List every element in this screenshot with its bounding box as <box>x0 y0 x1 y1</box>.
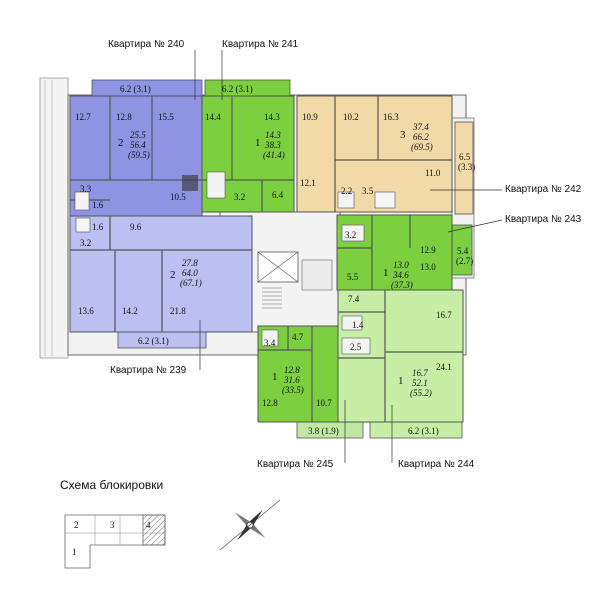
apartment-242[interactable]: 10.9 10.2 16.3 3 37.4 66.2 (69.5) 12.1 1… <box>296 95 475 215</box>
svg-text:3.2: 3.2 <box>234 192 245 202</box>
svg-text:5.5: 5.5 <box>347 272 359 282</box>
svg-text:13.0: 13.0 <box>393 260 409 270</box>
svg-text:1: 1 <box>383 267 389 279</box>
svg-text:(41.4): (41.4) <box>263 150 285 160</box>
apartment-239[interactable]: 3.2 1.6 9.6 2 27.8 64.0 (67.1) 13.6 14.2… <box>69 215 253 349</box>
svg-text:(55.2): (55.2) <box>410 388 432 398</box>
svg-text:52.1: 52.1 <box>412 378 428 388</box>
svg-text:12.8: 12.8 <box>116 112 132 122</box>
key-cell-1: 1 <box>72 547 77 557</box>
svg-text:3.3: 3.3 <box>80 184 92 194</box>
label-241: Квартира № 241 <box>222 39 299 50</box>
svg-text:25.5: 25.5 <box>130 130 146 140</box>
svg-text:14.2: 14.2 <box>122 306 138 316</box>
svg-text:3.2: 3.2 <box>345 230 356 240</box>
svg-text:6.5: 6.5 <box>459 152 471 162</box>
svg-text:3.4: 3.4 <box>264 338 276 348</box>
svg-text:64.0: 64.0 <box>182 268 198 278</box>
svg-text:11.0: 11.0 <box>425 168 441 178</box>
label-239: Квартира № 239 <box>110 365 187 376</box>
svg-text:10.7: 10.7 <box>316 398 332 408</box>
svg-text:12.7: 12.7 <box>75 112 91 122</box>
svg-text:2: 2 <box>118 137 124 149</box>
svg-text:13.0: 13.0 <box>420 262 436 272</box>
svg-text:16.3: 16.3 <box>383 112 399 122</box>
apartment-240[interactable]: 6.2 (3.1) 12.7 12.8 15.5 2 25.5 56.4 (59… <box>69 79 203 217</box>
svg-text:13.6: 13.6 <box>78 306 94 316</box>
label-243: Квартира № 243 <box>505 214 582 225</box>
label-240: Квартира № 240 <box>108 39 185 50</box>
svg-text:24.1: 24.1 <box>436 362 452 372</box>
svg-text:6.2 (3.1): 6.2 (3.1) <box>138 336 169 346</box>
svg-text:12.1: 12.1 <box>300 178 316 188</box>
svg-text:(67.1): (67.1) <box>180 278 202 288</box>
apartment-244[interactable]: 7.4 1.4 2.5 16.7 24.1 1 16.7 52.1 (55.2)… <box>337 289 464 439</box>
svg-text:34.6: 34.6 <box>392 270 409 280</box>
svg-text:2.2: 2.2 <box>341 186 352 196</box>
svg-text:14.4: 14.4 <box>205 112 221 122</box>
apartment-243[interactable]: 3.2 12.9 13.0 1 13.0 34.6 (37.3) 5.5 5.4… <box>336 214 473 291</box>
key-plan: 2 3 4 1 <box>64 514 166 569</box>
compass-icon <box>219 499 281 551</box>
svg-text:14.3: 14.3 <box>264 112 280 122</box>
label-242: Квартира № 242 <box>505 184 582 195</box>
svg-text:9.6: 9.6 <box>130 222 142 232</box>
balcony-242 <box>454 121 474 215</box>
svg-text:5.4: 5.4 <box>457 246 469 256</box>
svg-text:10.2: 10.2 <box>343 112 359 122</box>
svg-text:1: 1 <box>398 375 404 387</box>
svg-text:1.6: 1.6 <box>92 200 104 210</box>
svg-text:2.5: 2.5 <box>350 342 362 352</box>
svg-text:1.6: 1.6 <box>92 222 104 232</box>
svg-text:1: 1 <box>272 371 278 383</box>
key-cell-2: 2 <box>74 520 79 530</box>
svg-text:(69.5): (69.5) <box>411 142 433 152</box>
svg-text:16.7: 16.7 <box>412 368 428 378</box>
svg-text:14.3: 14.3 <box>265 130 281 140</box>
svg-text:10.9: 10.9 <box>302 112 318 122</box>
svg-text:21.8: 21.8 <box>170 306 186 316</box>
svg-text:6.2 (3.1): 6.2 (3.1) <box>222 84 253 94</box>
svg-text:10.5: 10.5 <box>170 192 186 202</box>
svg-text:(2.7): (2.7) <box>456 256 473 266</box>
svg-text:4.7: 4.7 <box>292 332 304 342</box>
svg-text:(37.3): (37.3) <box>391 280 413 290</box>
label-245: Квартира № 245 <box>257 459 334 470</box>
legend-title: Схема блокировки <box>60 478 164 492</box>
svg-text:6.4: 6.4 <box>272 190 284 200</box>
key-cell-3: 3 <box>110 520 115 530</box>
svg-text:37.4: 37.4 <box>412 122 429 132</box>
svg-text:16.7: 16.7 <box>436 310 452 320</box>
svg-text:3.8 (1.9): 3.8 (1.9) <box>308 426 339 436</box>
svg-text:3: 3 <box>400 129 406 141</box>
svg-text:12.8: 12.8 <box>284 365 300 375</box>
svg-text:2: 2 <box>170 269 176 281</box>
svg-text:27.8: 27.8 <box>182 258 198 268</box>
svg-text:6.2 (3.1): 6.2 (3.1) <box>120 84 151 94</box>
svg-text:12.9: 12.9 <box>420 245 436 255</box>
stair-core <box>257 251 333 309</box>
svg-text:(33.5): (33.5) <box>282 385 304 395</box>
svg-text:(3.3): (3.3) <box>458 162 475 172</box>
svg-text:1.4: 1.4 <box>352 320 364 330</box>
svg-text:(59.5): (59.5) <box>128 150 150 160</box>
svg-text:56.4: 56.4 <box>130 140 146 150</box>
svg-text:38.3: 38.3 <box>264 140 281 150</box>
label-244: Квартира № 244 <box>398 459 475 470</box>
apartment-labels: Квартира № 240 Квартира № 241 Квартира №… <box>108 39 582 470</box>
svg-text:7.4: 7.4 <box>348 294 360 304</box>
svg-text:6.2 (3.1): 6.2 (3.1) <box>408 426 439 436</box>
svg-text:15.5: 15.5 <box>158 112 174 122</box>
apartment-241[interactable]: 6.2 (3.1) 14.4 14.3 1 14.3 38.3 (41.4) 6… <box>201 79 295 213</box>
svg-text:31.6: 31.6 <box>283 375 300 385</box>
svg-text:1: 1 <box>255 137 261 149</box>
svg-text:12.8: 12.8 <box>262 398 278 408</box>
svg-text:3.5: 3.5 <box>362 186 374 196</box>
svg-text:66.2: 66.2 <box>413 132 429 142</box>
svg-text:3.2: 3.2 <box>80 238 91 248</box>
key-cell-4: 4 <box>146 520 151 530</box>
